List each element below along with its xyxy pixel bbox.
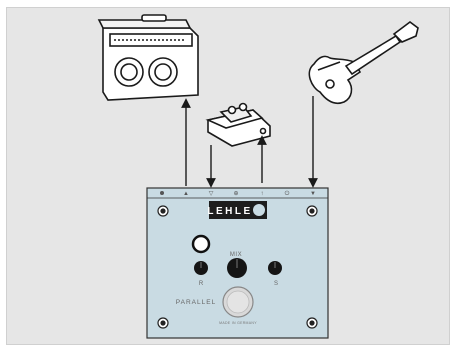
jack-label: ▽ xyxy=(209,191,214,197)
jack-label: ▼ xyxy=(310,191,316,197)
jack-label: ⊕ xyxy=(233,191,238,197)
electric-guitar-icon xyxy=(308,21,419,105)
amplifier-icon xyxy=(97,14,199,101)
brand-logo: LEHLE xyxy=(207,201,267,219)
parallel-label: PARALLEL xyxy=(176,299,216,306)
jack-label: ▲ xyxy=(183,191,189,197)
effect-pedal-icon xyxy=(205,102,271,147)
s-knob-label: S xyxy=(274,281,278,287)
brand-label: LEHLE xyxy=(207,206,252,217)
corner-screws xyxy=(157,205,318,329)
signal-cables xyxy=(181,96,318,188)
jack-label: ↑ xyxy=(261,191,264,197)
lehle-parallel-device: ▲ ▽ ⊕ ↑ ⏻ ▼ LEHLE MIX R xyxy=(146,187,329,339)
made-in-label: MADE IN GERMANY xyxy=(219,321,257,325)
jack-row: ▲ ▽ ⊕ ↑ ⏻ ▼ xyxy=(160,190,316,197)
mix-label: MIX xyxy=(230,252,242,258)
jack-label: ⏻ xyxy=(285,190,290,197)
r-knob-label: R xyxy=(199,281,204,287)
status-led xyxy=(191,234,211,254)
